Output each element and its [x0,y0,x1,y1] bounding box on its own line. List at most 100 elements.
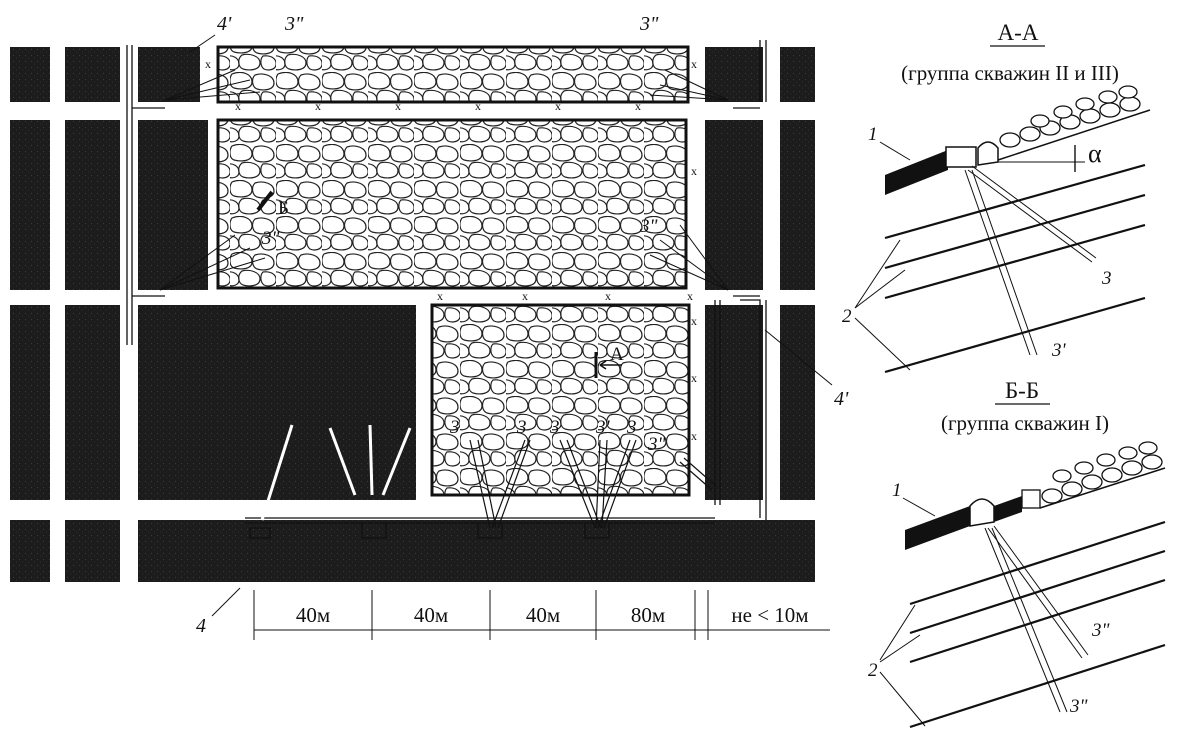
section-aa-subtitle: (группа скважин II и III) [901,61,1119,85]
cross-mark: x [315,99,321,113]
leader [764,329,833,386]
label-1: 1 [868,124,878,145]
pillar [780,305,815,500]
pillar [705,120,763,290]
section-holes [984,525,1089,713]
section-arrow-a [599,360,622,370]
pillar [705,47,763,102]
cross-marks: x x x x x x x x x x x x x x x x [205,57,697,443]
label-3: 3 [1101,268,1112,289]
drift [1021,489,1041,509]
dimension-40m-3: 40м [526,603,560,627]
section-aa-title: А-А [998,20,1039,45]
hole-label: 3 [626,417,637,438]
cross-mark: x [691,164,697,178]
pillar [780,47,815,102]
leader [189,34,216,53]
label-4-bottom: 4 [196,615,206,637]
ore-layer [885,150,948,195]
blast-hole [381,427,412,496]
section-bb-subtitle: (группа скважин I) [941,411,1109,435]
section-bb: Б-Б (группа скважин I) [868,378,1166,729]
dimension-40m-1: 40м [296,603,330,627]
fan-holes [159,69,729,291]
surface-line [1039,467,1166,509]
hole-label: 3" [647,434,667,455]
hole-label: 3 [449,417,460,438]
surface-line [997,109,1151,161]
leader [879,604,926,727]
cross-mark: x [475,99,481,113]
parallel-layers [884,163,1146,374]
label-4-prime-top: 4' [217,13,232,35]
cross-mark: x [522,289,528,303]
plan-view: x x x x x x x x x x x x x x x x Б А 4' 3… [10,13,849,640]
cross-mark: x [691,371,697,385]
label-2: 2 [842,306,852,327]
pillar [65,47,120,102]
leader [211,587,241,617]
drift [945,146,977,168]
dimension-80m: 80м [631,603,665,627]
section-bb-title: Б-Б [1005,378,1039,403]
label-1: 1 [892,480,902,501]
dimension-line [253,590,830,640]
ore-layer [994,496,1022,522]
section-cut-b [256,190,274,212]
pillar [65,520,120,582]
label-3dp-top-right: 3" [639,13,659,35]
label-4-prime-side: 4' [834,388,849,410]
pillar [10,520,50,582]
blast-holes-group-1 [260,424,412,521]
label-2: 2 [868,660,878,681]
blast-holes-group-2 [469,439,717,529]
drift-lines [126,40,767,539]
section-holes [964,165,1097,356]
drift-arch [977,141,999,166]
hole-label: 3 [516,417,527,438]
section-aa: А-А (группа скважин II и III) α [842,20,1151,374]
dimension-min-10m: не < 10м [731,603,808,627]
ore-layer [905,506,970,550]
hole-label: 3' [595,417,611,438]
section-rubble [999,85,1141,148]
dimension-40m-2: 40м [414,603,448,627]
pillar [138,120,208,290]
pillar [10,120,50,290]
pillar [65,305,120,500]
hole-label: 3 [549,417,560,438]
rubble-block-lower [430,303,691,497]
pillar [138,305,416,500]
section-mark-b: Б [278,198,289,219]
pillar [705,305,763,500]
rubble-block-middle [216,118,688,290]
cross-mark: x [691,57,697,71]
label-3dp: 3" [1069,696,1089,717]
pillar [138,520,815,582]
parallel-layers [909,520,1166,729]
leader [879,141,911,161]
pillar [10,305,50,500]
pillar [10,47,50,102]
cross-mark: x [605,289,611,303]
cross-mark: x [205,57,211,71]
cross-mark: x [687,289,693,303]
label-3dp: 3" [1091,620,1111,641]
section-mark-a: А [610,344,624,365]
leader [902,497,936,517]
cross-mark: x [555,99,561,113]
label-3dp-middle-right: 3" [639,216,659,237]
cross-mark: x [691,429,697,443]
label-3-prime: 3' [1051,340,1067,361]
angle-alpha: α [1088,139,1102,168]
cross-mark: x [395,99,401,113]
label-3dp-top-left: 3" [284,13,304,35]
blast-hole [328,427,357,496]
blast-hole [260,424,294,521]
pillar [138,47,200,102]
leader [854,239,911,371]
blast-hole [368,424,374,496]
rubble-block-top [216,45,690,104]
cross-mark: x [691,314,697,328]
